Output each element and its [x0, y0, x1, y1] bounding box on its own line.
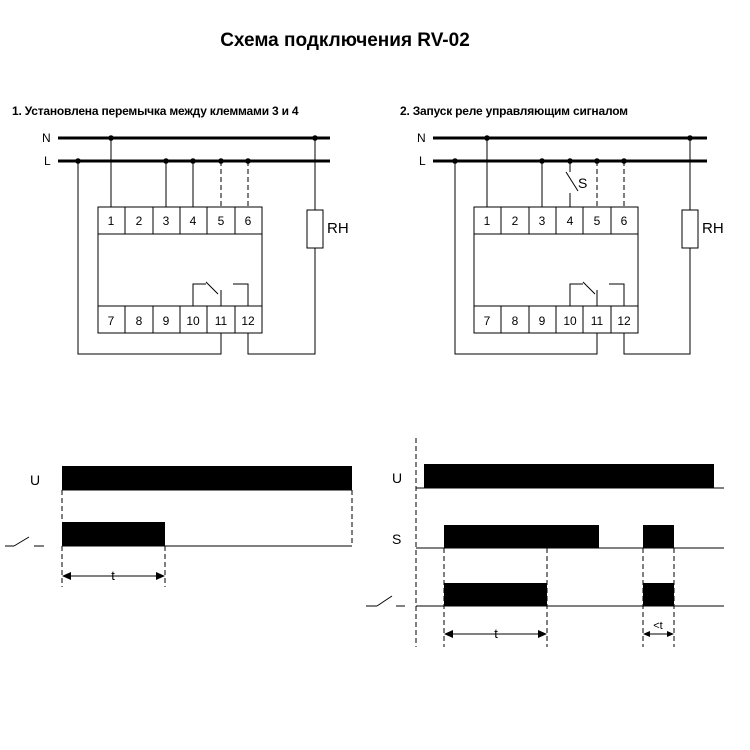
timing-2-output-pulse-1 [444, 583, 547, 606]
timing-1-output-pulse [62, 522, 165, 546]
scheme-2-n-label: N [417, 131, 426, 145]
scheme-2-terminal-8: 8 [512, 314, 519, 328]
scheme-1-terminals-bottom [98, 305, 262, 333]
timing-2-short-interval-label: <t [653, 620, 662, 632]
timing-2-supply-pulse [424, 464, 714, 488]
scheme-2-terminals-top [474, 207, 638, 235]
scheme-2-terminal-11: 11 [591, 314, 604, 328]
scheme-1-terminal-3: 3 [163, 214, 170, 228]
timing-2-u-label: U [392, 470, 402, 486]
timing-2-short-interval-arrow [643, 631, 674, 637]
timing-2-interval-label: t [494, 626, 498, 641]
scheme-1-relay-contact-icon [192, 281, 249, 306]
timing-diagram-2: U S t <t [366, 438, 724, 647]
scheme-1-terminal-7: 7 [108, 314, 115, 328]
scheme-2-terminal-2: 2 [512, 214, 519, 228]
timing-2-output-pulse-2 [643, 583, 674, 606]
scheme-2-control-switch-icon [565, 171, 579, 192]
scheme-1-terminal-6: 6 [245, 214, 252, 228]
scheme-2: N L S RH [417, 131, 724, 355]
scheme-2-terminal-1: 1 [484, 214, 491, 228]
scheme-1-terminal-11: 11 [215, 314, 228, 328]
timing-1-contact-icon [5, 536, 44, 547]
timing-2-contact-icon [366, 595, 405, 607]
timing-1-interval-label: t [111, 568, 115, 583]
scheme-1-terminal-2: 2 [136, 214, 143, 228]
scheme-2-terminal-7: 7 [484, 314, 491, 328]
timing-2-control-pulse-1 [444, 525, 599, 548]
scheme-2-terminals-bottom [474, 305, 638, 333]
scheme-1-wires [77, 138, 324, 355]
scheme-1: N L RH [42, 131, 349, 355]
scheme-1-terminals-top [98, 207, 262, 235]
scheme-2-l-label: L [419, 154, 426, 168]
scheme-1-terminal-1: 1 [108, 214, 115, 228]
scheme-1-terminal-9: 9 [163, 314, 170, 328]
scheme-1-terminal-10: 10 [186, 314, 200, 328]
scheme-1-n-label: N [42, 131, 51, 145]
timing-2-control-pulse-2 [643, 525, 674, 548]
timing-1-u-label: U [30, 472, 40, 488]
scheme-1-terminal-12: 12 [241, 314, 255, 328]
scheme-2-switch-label: S [578, 175, 587, 191]
scheme-2-terminal-5: 5 [594, 214, 601, 228]
scheme-2-terminal-9: 9 [539, 314, 546, 328]
scheme-1-caption: 1. Установлена перемычка между клеммами … [12, 104, 299, 118]
scheme-2-terminal-3: 3 [539, 214, 546, 228]
scheme-1-terminal-4: 4 [190, 214, 197, 228]
scheme-2-terminal-6: 6 [621, 214, 628, 228]
scheme-1-terminal-5: 5 [218, 214, 225, 228]
scheme-2-terminal-4: 4 [567, 214, 574, 228]
timing-2-interval-arrow [444, 630, 547, 638]
scheme-1-junctions [75, 135, 318, 164]
scheme-2-load-label: RH [702, 220, 724, 237]
timing-diagram-1: U t [5, 466, 353, 587]
scheme-2-relay-contact-icon [569, 281, 625, 306]
scheme-2-junctions [452, 135, 693, 164]
scheme-1-load-label: RH [327, 220, 349, 237]
scheme-2-terminal-10: 10 [563, 314, 577, 328]
scheme-1-l-label: L [44, 154, 51, 168]
timing-1-supply-pulse [62, 466, 352, 490]
timing-1-interval-arrow [62, 572, 165, 580]
scheme-1-terminal-8: 8 [136, 314, 143, 328]
scheme-2-terminal-12: 12 [617, 314, 631, 328]
page-title: Схема подключения RV-02 [220, 30, 470, 51]
scheme-2-caption: 2. Запуск реле управляющим сигналом [400, 104, 628, 118]
timing-2-s-label: S [392, 531, 401, 547]
